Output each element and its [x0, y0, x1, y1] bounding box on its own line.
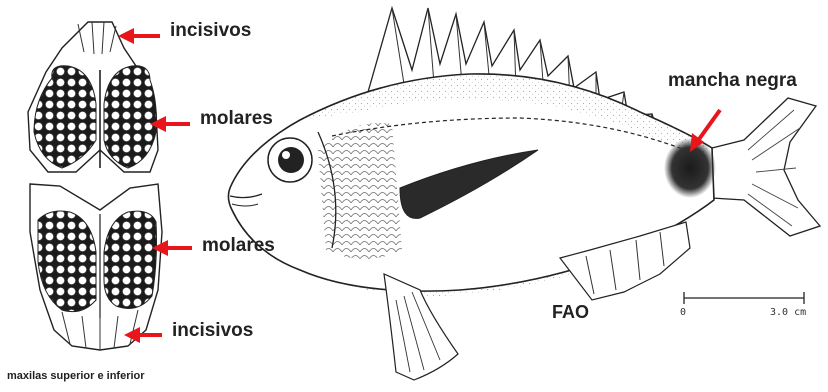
fish-illustration — [228, 8, 820, 380]
scale-start-label: 0 — [680, 308, 686, 318]
scale-end-label: 3.0 cm — [770, 308, 806, 318]
label-fao: FAO — [552, 303, 589, 321]
label-mancha-negra: mancha negra — [668, 71, 797, 90]
label-molares-bottom: molares — [202, 236, 275, 255]
arrow-incisivos-top — [118, 28, 160, 44]
black-spot — [664, 138, 716, 198]
upper-jaw — [28, 22, 158, 172]
caption-jaws: maxilas superior e inferior — [7, 371, 145, 382]
label-incisivos-top: incisivos — [170, 21, 251, 40]
scale-bar — [684, 292, 804, 304]
label-incisivos-bottom: incisivos — [172, 321, 253, 340]
lower-jaw — [30, 184, 162, 350]
label-molares-top: molares — [200, 109, 273, 128]
